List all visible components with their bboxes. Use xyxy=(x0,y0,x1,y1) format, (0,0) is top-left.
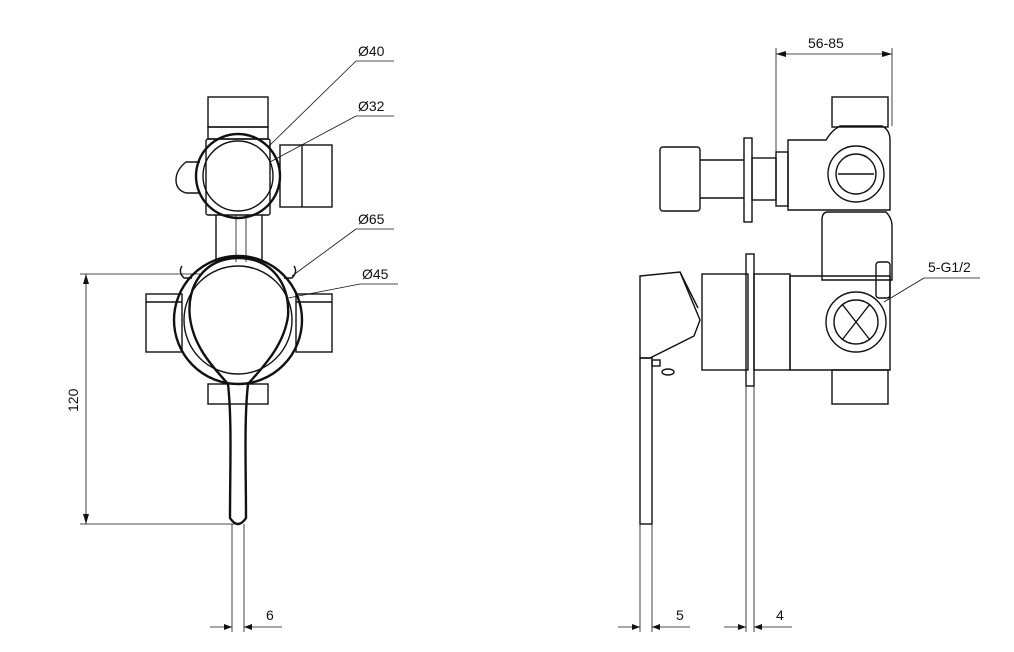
dim-label-dia-40: Ø40 xyxy=(358,43,385,59)
dim-label-dia-32: Ø32 xyxy=(358,98,385,114)
dim-label-dia-45: Ø45 xyxy=(362,266,389,282)
dim-label-plate-5: 5 xyxy=(676,607,684,623)
dim-label-dia-65: Ø65 xyxy=(358,211,385,227)
dim-label-depth-range: 56-85 xyxy=(808,35,844,51)
dim-label-thread: 5-G1/2 xyxy=(928,259,971,275)
dim-label-thick-6: 6 xyxy=(266,607,274,623)
dim-label-height-120: 120 xyxy=(65,388,81,412)
dim-label-plate-4: 4 xyxy=(776,607,784,623)
side-view xyxy=(618,48,980,632)
front-view xyxy=(80,60,398,632)
